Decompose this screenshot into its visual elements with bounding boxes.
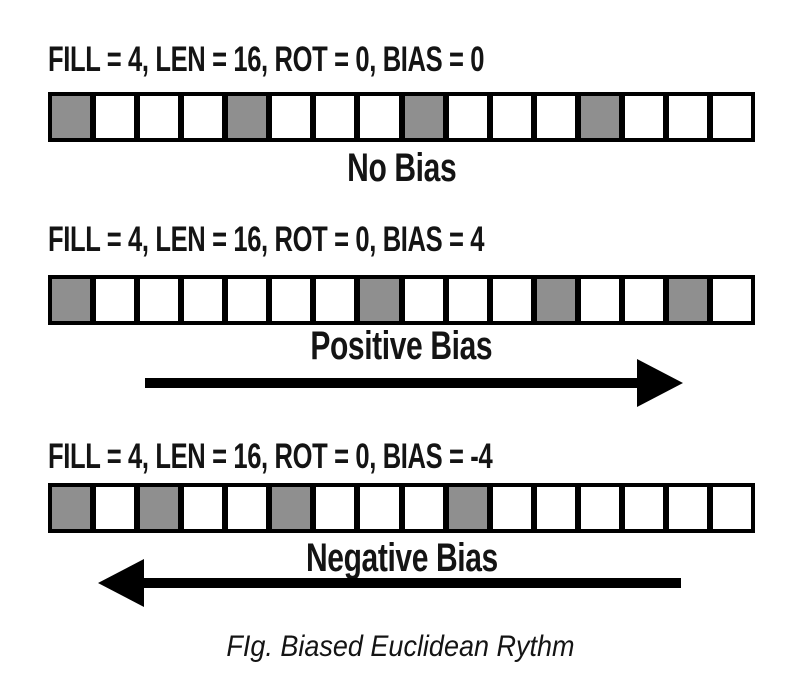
step-cell-filled — [404, 96, 449, 138]
step-cell-empty — [492, 279, 537, 321]
no-bias-label: No Bias — [346, 146, 457, 190]
step-cell-empty — [184, 487, 229, 529]
step-cell-filled — [536, 279, 581, 321]
step-cell-empty — [624, 487, 669, 529]
step-cell-empty — [316, 279, 361, 321]
step-cell-empty — [316, 96, 361, 138]
step-cell-empty — [668, 487, 713, 529]
negative-bias-label: Negative Bias — [305, 536, 498, 580]
step-cell-empty — [492, 487, 537, 529]
pattern-params-label-1: FILL = 4, LEN = 16, ROT = 0, BIAS = 0 — [48, 40, 485, 79]
step-cell-empty — [492, 96, 537, 138]
step-cell-empty — [316, 487, 361, 529]
step-cell-empty — [96, 279, 141, 321]
step-cell-empty — [448, 96, 493, 138]
arrow-shaft — [145, 378, 639, 388]
pattern-params-label-2: FILL = 4, LEN = 16, ROT = 0, BIAS = 4 — [48, 220, 485, 259]
arrow-left-icon — [98, 559, 144, 607]
step-cell-empty — [96, 487, 141, 529]
step-cell-filled — [668, 279, 713, 321]
step-cell-empty — [448, 279, 493, 321]
figure-caption: FIg. Biased Euclidean Rythm — [225, 630, 575, 663]
step-cell-empty — [184, 279, 229, 321]
step-cell-empty — [536, 487, 581, 529]
bias-label-row-1: No Bias — [48, 148, 755, 188]
step-cell-filled — [52, 487, 97, 529]
step-cell-empty — [580, 487, 625, 529]
step-cell-empty — [536, 96, 581, 138]
step-cell-empty — [228, 487, 273, 529]
step-cell-empty — [360, 96, 405, 138]
arrow-right-icon — [637, 359, 683, 407]
arrow-shaft — [142, 578, 681, 588]
step-cell-empty — [140, 96, 185, 138]
step-cell-empty — [184, 96, 229, 138]
step-cell-filled — [140, 487, 185, 529]
bias-label-row-3: Negative Bias — [48, 538, 755, 578]
positive-bias-label: Positive Bias — [310, 324, 493, 368]
step-cell-empty — [624, 279, 669, 321]
step-cell-empty — [712, 279, 751, 321]
step-cell-empty — [404, 487, 449, 529]
step-cell-filled — [228, 96, 273, 138]
step-cell-empty — [272, 279, 317, 321]
step-cell-empty — [404, 279, 449, 321]
step-grid-negative-bias — [48, 483, 755, 533]
step-cell-empty — [712, 487, 751, 529]
step-cell-empty — [580, 279, 625, 321]
figure-caption-row: FIg. Biased Euclidean Rythm — [0, 629, 800, 665]
step-cell-filled — [52, 279, 97, 321]
bias-label-row-2: Positive Bias — [48, 326, 755, 366]
step-cell-empty — [96, 96, 141, 138]
step-cell-filled — [580, 96, 625, 138]
step-grid-no-bias — [48, 92, 755, 142]
step-grid-positive-bias — [48, 275, 755, 325]
step-cell-empty — [140, 279, 185, 321]
step-cell-empty — [668, 96, 713, 138]
step-cell-filled — [52, 96, 97, 138]
step-cell-empty — [360, 487, 405, 529]
step-cell-filled — [360, 279, 405, 321]
step-cell-filled — [448, 487, 493, 529]
step-cell-filled — [272, 487, 317, 529]
step-cell-empty — [228, 279, 273, 321]
step-cell-empty — [272, 96, 317, 138]
step-cell-empty — [624, 96, 669, 138]
pattern-params-label-3: FILL = 4, LEN = 16, ROT = 0, BIAS = -4 — [48, 437, 493, 476]
step-cell-empty — [712, 96, 751, 138]
